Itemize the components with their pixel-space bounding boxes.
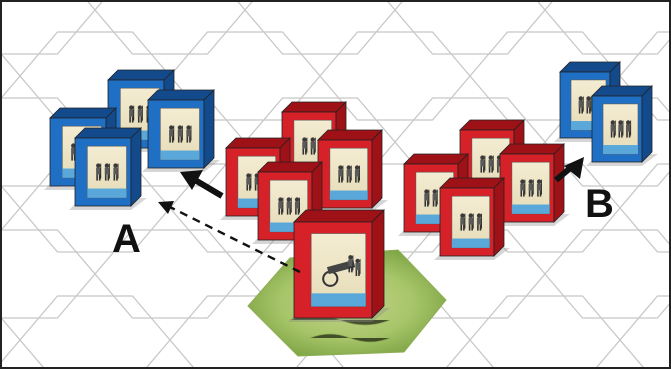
hex-cell xyxy=(0,230,95,318)
hex-cell xyxy=(545,0,671,54)
hex-cell xyxy=(245,0,395,54)
hex-cell xyxy=(470,296,620,369)
hex-cell xyxy=(0,164,20,252)
label-a: A xyxy=(112,217,141,261)
hex-cell xyxy=(545,230,671,318)
blue-unit-a xyxy=(142,90,220,172)
hex-cell xyxy=(395,0,545,54)
hex-cell xyxy=(0,0,95,54)
label-b: B xyxy=(585,182,614,226)
red-unit-right xyxy=(494,144,570,226)
red-artillery-unit xyxy=(288,210,390,322)
hex-cell xyxy=(0,32,20,120)
red-unit-center xyxy=(312,130,388,212)
red-unit-right xyxy=(434,178,510,260)
hex-cell xyxy=(95,0,245,54)
hex-cell xyxy=(0,296,20,369)
blue-unit-b xyxy=(586,86,658,166)
hex-cell xyxy=(620,164,671,252)
arrow-left-icon xyxy=(180,170,222,196)
units-layer xyxy=(44,62,658,322)
blue-unit-a xyxy=(69,128,147,210)
hex-cell xyxy=(20,296,170,369)
hex-cell xyxy=(620,296,671,369)
